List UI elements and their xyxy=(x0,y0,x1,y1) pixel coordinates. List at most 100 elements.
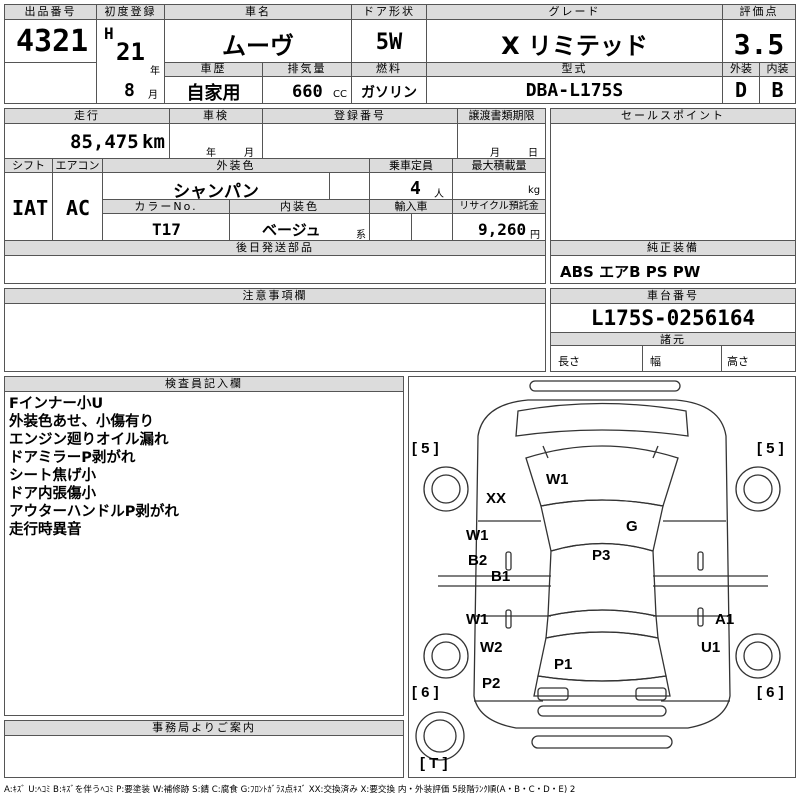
fuel: ガソリン xyxy=(361,85,417,101)
history: 自家用 xyxy=(186,83,241,104)
ac-header: エアコン xyxy=(53,159,102,173)
exterior-grade: D xyxy=(734,78,748,102)
grade-header: グレード xyxy=(427,5,722,20)
damage-mark-p1: P1 xyxy=(554,656,573,673)
spare-tire-label: [ T ] xyxy=(420,755,448,772)
recycle-unit: 円 xyxy=(530,230,540,241)
fuel-header: 燃料 xyxy=(352,63,426,77)
note-line: 走行時異音 xyxy=(9,522,82,538)
top-info-block xyxy=(4,4,796,104)
note-line: 外装色あせ、小傷有り xyxy=(9,414,154,430)
note-line: ドアミラーP剥がれ xyxy=(9,450,136,466)
insp-year-unit: 年 xyxy=(206,148,216,159)
damage-mark-left-front: W1 xyxy=(466,527,489,544)
int-color: ベージュ xyxy=(262,221,321,239)
damage-mark-b2: B2 xyxy=(468,552,488,569)
era: H xyxy=(104,24,114,43)
deadline-month-unit: 月 xyxy=(490,148,500,159)
ac: AC xyxy=(66,196,91,220)
lot-no-header: 出品番号 xyxy=(5,5,96,20)
height-label: 高さ xyxy=(727,355,749,368)
color-no: T17 xyxy=(152,220,181,239)
mileage: 85,475 xyxy=(70,131,139,153)
note-line: ドア内張傷小 xyxy=(9,486,96,502)
note-line: エンジン廻りオイル漏れ xyxy=(9,432,169,448)
note-line: アウターハンドルP剥がれ xyxy=(9,504,179,520)
displacement-header: 排気量 xyxy=(263,63,351,77)
damage-mark-a1: A1 xyxy=(715,611,735,628)
tire-rear-left-label: [ 6 ] xyxy=(412,684,439,701)
notes-header: 注意事項欄 xyxy=(5,289,545,304)
later-parts-header: 後日発送部品 xyxy=(5,241,545,256)
load-unit: kg xyxy=(528,185,541,196)
door-header: ドア形状 xyxy=(352,5,426,20)
km-unit: km xyxy=(142,131,165,153)
inspector-notes: Fインナー小U 外装色あせ、小傷有り エンジン廻りオイル漏れ ドアミラーP剥がれ… xyxy=(9,395,179,539)
office-header: 事務局よりご案内 xyxy=(5,721,403,736)
damage-mark-w2: W2 xyxy=(480,639,503,656)
color: シャンパン xyxy=(173,182,259,202)
width-label: 幅 xyxy=(650,355,661,368)
exterior-header: 外装 xyxy=(723,63,759,77)
legend: A:ｷｽﾞ U:ﾍｺﾐ B:ｷｽﾞを伴うﾍｺﾐ P:要塗装 W:補修跡 S:錆 … xyxy=(4,785,576,795)
tire-front-left-label: [ 5 ] xyxy=(412,440,439,457)
capacity-unit: 人 xyxy=(434,189,444,200)
deadline-header: 譲渡書類期限 xyxy=(458,109,545,124)
tire-front-right-label: [ 5 ] xyxy=(757,440,784,457)
note-line: シート焦げ小 xyxy=(9,468,96,484)
door-type: 5W xyxy=(375,30,403,55)
displacement: 660 xyxy=(292,82,323,102)
month-unit: 月 xyxy=(148,90,158,101)
capacity: 4 xyxy=(410,178,421,199)
damage-mark-hood: XX xyxy=(486,490,507,507)
model-header: 型式 xyxy=(427,63,722,77)
interior-grade: B xyxy=(771,78,784,102)
recycle-header: リサイクル預託金 xyxy=(453,200,545,214)
damage-mark-roof: W1 xyxy=(546,471,569,488)
damage-mark-p3: P3 xyxy=(592,547,611,564)
inspector-header: 検査員記入欄 xyxy=(5,377,403,392)
history-header: 車歴 xyxy=(165,63,262,77)
first-reg-header: 初度登録 xyxy=(97,5,164,20)
import-header: 輸入車 xyxy=(370,200,452,214)
damage-mark-left-rear: W1 xyxy=(466,611,489,628)
interior-header: 内装 xyxy=(760,63,795,77)
shift: IAT xyxy=(12,196,49,220)
sales-point-block xyxy=(550,108,796,284)
grade: X リミテッド xyxy=(501,32,648,60)
inspection-header: 車検 xyxy=(170,109,262,124)
genuine-header: 純正装備 xyxy=(551,241,795,256)
inspector-block xyxy=(4,376,404,716)
int-color-header: 内装色 xyxy=(230,200,369,214)
chassis-header: 車台番号 xyxy=(551,289,795,304)
car-name: ムーヴ xyxy=(222,32,294,60)
length-label: 長さ xyxy=(558,355,580,368)
mileage-header: 走行 xyxy=(5,109,169,124)
first-reg-month: 8 xyxy=(124,80,135,101)
cc-unit: CC xyxy=(333,89,347,100)
color-header: 外装色 xyxy=(103,159,369,173)
car-diagram-panel xyxy=(408,376,796,778)
score-header: 評価点 xyxy=(723,5,795,20)
capacity-header: 乗車定員 xyxy=(370,159,452,173)
color-no-header: カラーNo. xyxy=(103,200,229,214)
model: DBA-L175S xyxy=(525,80,624,101)
damage-mark-g: G xyxy=(626,518,638,535)
year-unit: 年 xyxy=(150,66,160,77)
genuine-equipment: ABS エアB PS PW xyxy=(560,263,701,281)
damage-mark-p2: P2 xyxy=(482,675,501,692)
lot-no: 4321 xyxy=(16,24,89,59)
car-name-header: 車名 xyxy=(165,5,351,20)
specs-header: 諸元 xyxy=(551,332,795,346)
damage-mark-b1: B1 xyxy=(491,568,511,585)
insp-month-unit: 月 xyxy=(244,148,254,159)
max-load-header: 最大積載量 xyxy=(453,159,545,173)
sales-point-header: セールスポイント xyxy=(551,109,795,124)
car-diagram xyxy=(415,380,781,761)
first-reg-year: 21 xyxy=(116,38,145,66)
chassis-number: L175S-0256164 xyxy=(590,306,756,330)
damage-mark-u1: U1 xyxy=(701,639,721,656)
shift-header: シフト xyxy=(5,159,52,173)
recycle: 9,260 xyxy=(478,220,527,239)
deadline-day-unit: 日 xyxy=(528,148,538,159)
